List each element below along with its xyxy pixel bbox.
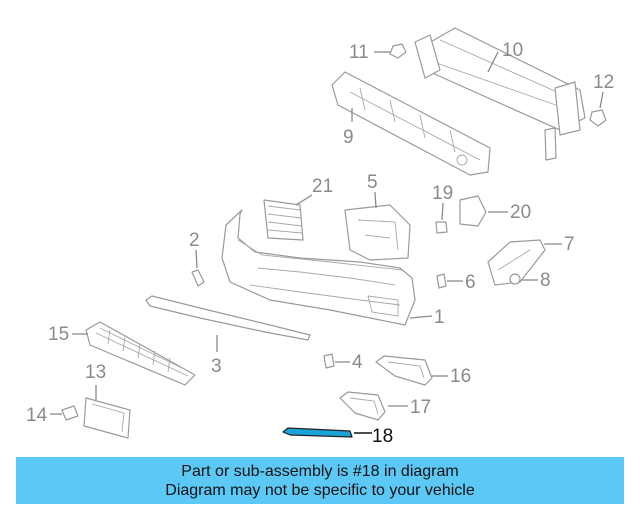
callout-3[interactable]: 3 <box>211 356 222 377</box>
callout-21[interactable]: 21 <box>312 176 333 197</box>
callout-10[interactable]: 10 <box>502 40 523 61</box>
part-13-license-plate-bracket[interactable] <box>83 397 131 439</box>
part-17-fog-cover[interactable] <box>339 391 386 421</box>
callout-20[interactable]: 20 <box>510 202 531 223</box>
callout-19[interactable]: 19 <box>432 183 453 204</box>
leader-12 <box>599 91 604 109</box>
leader-2 <box>195 249 198 269</box>
part-10-reinforcement-bar[interactable] <box>414 27 586 161</box>
callout-9[interactable]: 9 <box>343 127 354 148</box>
part-5-bracket[interactable] <box>344 204 411 261</box>
callout-18[interactable]: 18 <box>372 426 393 447</box>
callout-4[interactable]: 4 <box>352 352 363 373</box>
leader-10 <box>487 51 499 73</box>
part-6-screw[interactable] <box>436 273 447 289</box>
callout-13[interactable]: 13 <box>85 362 106 383</box>
callout-6[interactable]: 6 <box>465 272 476 293</box>
callout-11[interactable]: 11 <box>349 42 369 63</box>
banner-line-1: Part or sub-assembly is #18 in diagram <box>181 463 459 480</box>
part-18-trim-strip[interactable] <box>282 427 353 438</box>
part-12-clip[interactable] <box>589 109 607 127</box>
callout-14[interactable]: 14 <box>26 405 48 426</box>
callout-2[interactable]: 2 <box>189 230 200 251</box>
info-banner: Part or sub-assembly is #18 in diagram D… <box>16 457 624 504</box>
part-19-clip[interactable] <box>435 221 448 234</box>
callout-17[interactable]: 17 <box>410 397 431 418</box>
callout-1[interactable]: 1 <box>434 307 445 328</box>
part-8-nut[interactable] <box>509 273 521 285</box>
leader-1 <box>409 315 433 319</box>
part-9-energy-absorber[interactable] <box>331 71 491 176</box>
part-11-bolt[interactable] <box>389 43 407 59</box>
callout-12[interactable]: 12 <box>593 72 614 93</box>
callout-8[interactable]: 8 <box>540 270 551 291</box>
parts-diagram: 10 11 12 9 21 5 19 20 <box>26 27 614 447</box>
part-16-fog-grille[interactable] <box>375 355 433 386</box>
part-3-lower-spoiler[interactable] <box>145 295 311 341</box>
callout-5[interactable]: 5 <box>367 172 378 193</box>
part-15-lower-grille[interactable] <box>85 321 196 386</box>
banner-line-2: Diagram may not be specific to your vehi… <box>165 482 475 499</box>
leader-19 <box>441 202 444 221</box>
callout-7[interactable]: 7 <box>564 234 575 255</box>
callout-15[interactable]: 15 <box>48 324 69 345</box>
part-20-bracket[interactable] <box>459 195 487 227</box>
callout-16[interactable]: 16 <box>450 366 471 387</box>
leader-21 <box>295 194 313 206</box>
part-7-side-bracket[interactable] <box>487 239 546 286</box>
part-21-sensor-module[interactable] <box>263 199 304 241</box>
part-2-clip[interactable] <box>191 269 205 287</box>
leader-5 <box>374 191 377 209</box>
part-1-bumper-cover[interactable] <box>221 209 416 326</box>
part-14-screw[interactable] <box>61 405 79 421</box>
part-4-screw[interactable] <box>323 353 335 369</box>
